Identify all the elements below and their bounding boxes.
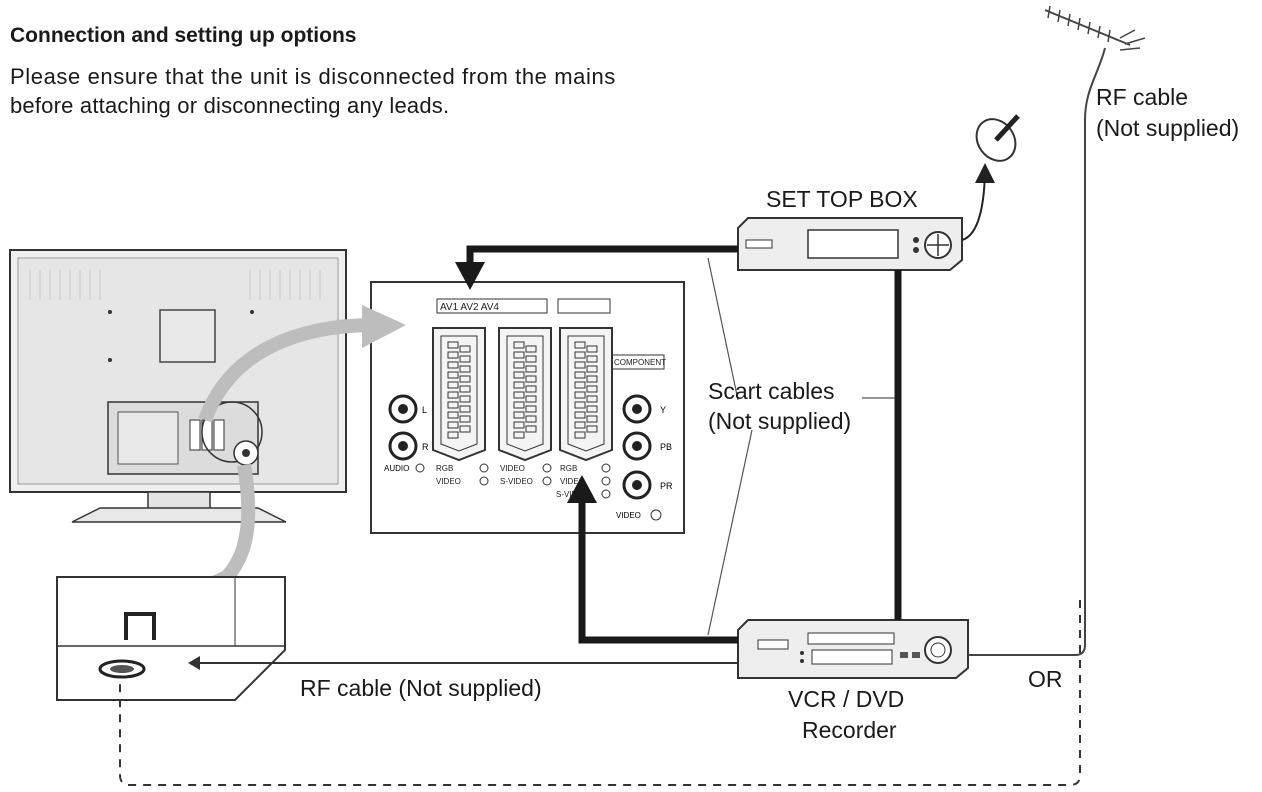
scart-socket-av4 [559, 327, 613, 462]
intro-line-1: Please ensure that the unit is disconnec… [10, 64, 616, 89]
rf-cable-top-label-line1: RF cable [1096, 84, 1189, 110]
set-top-box [737, 217, 963, 271]
aerial-socket-closeup [56, 576, 286, 701]
scart-cable-vcr-to-tv [578, 500, 738, 644]
scart2-video-label: VIDEO [500, 464, 525, 473]
rf-cable-bottom-label: RF cable (Not supplied) [300, 675, 542, 701]
scart3-rgb-label: RGB [560, 464, 577, 473]
scart1-rgb-label: RGB [436, 464, 453, 473]
comp-pr-label: PR [660, 481, 673, 491]
scart-socket-av1 [432, 327, 486, 462]
zoom-arrow-to-panel [198, 318, 376, 423]
comp-pb-label: PB [660, 442, 672, 452]
vcr-label-line1: VCR / DVD [788, 686, 905, 712]
dish-cable [961, 163, 995, 241]
tv-rear-view [9, 249, 347, 523]
connector-panel: AV1 AV2 AV4 COMPONENT [370, 281, 685, 534]
rf-cable-direct-dashed [119, 600, 1081, 786]
page-heading: Connection and setting up options [10, 24, 357, 47]
vcr-dvd-recorder [737, 619, 969, 679]
scart3-video-label: VIDEO [560, 477, 585, 486]
component-label: COMPONENT [614, 358, 666, 367]
aerial-antenna-icon [1044, 5, 1146, 51]
scart1-video-label: VIDEO [436, 477, 461, 486]
vcr-label-line2: Recorder [802, 717, 897, 743]
scart2-svideo-label: S-VIDEO [500, 477, 533, 486]
comp-y-label: Y [660, 405, 666, 415]
component-jacks: Y PB PR VIDEO [616, 394, 673, 521]
audio-label: AUDIO [384, 464, 409, 473]
satellite-dish-icon [975, 114, 1020, 162]
rf-cable-aerial-to-vcr [968, 47, 1106, 656]
audio-l-label: L [422, 405, 427, 415]
set-top-box-label: SET TOP BOX [766, 186, 918, 212]
scart-cables-label-line2: (Not supplied) [708, 408, 852, 434]
scart-cable-stb-to-tv [466, 245, 738, 265]
intro-line-2: before attaching or disconnecting any le… [10, 93, 450, 118]
audio-jacks: L R AUDIO [384, 394, 429, 473]
rf-cable-top-label-line2: (Not supplied) [1096, 115, 1240, 141]
comp-video-label: VIDEO [616, 511, 641, 520]
audio-r-label: R [422, 442, 429, 452]
av-label: AV1 AV2 AV4 [440, 302, 499, 313]
scart-socket-av2 [498, 327, 552, 462]
scart-cables-label-line1: Scart cables [708, 378, 835, 404]
or-label: OR [1028, 666, 1063, 692]
